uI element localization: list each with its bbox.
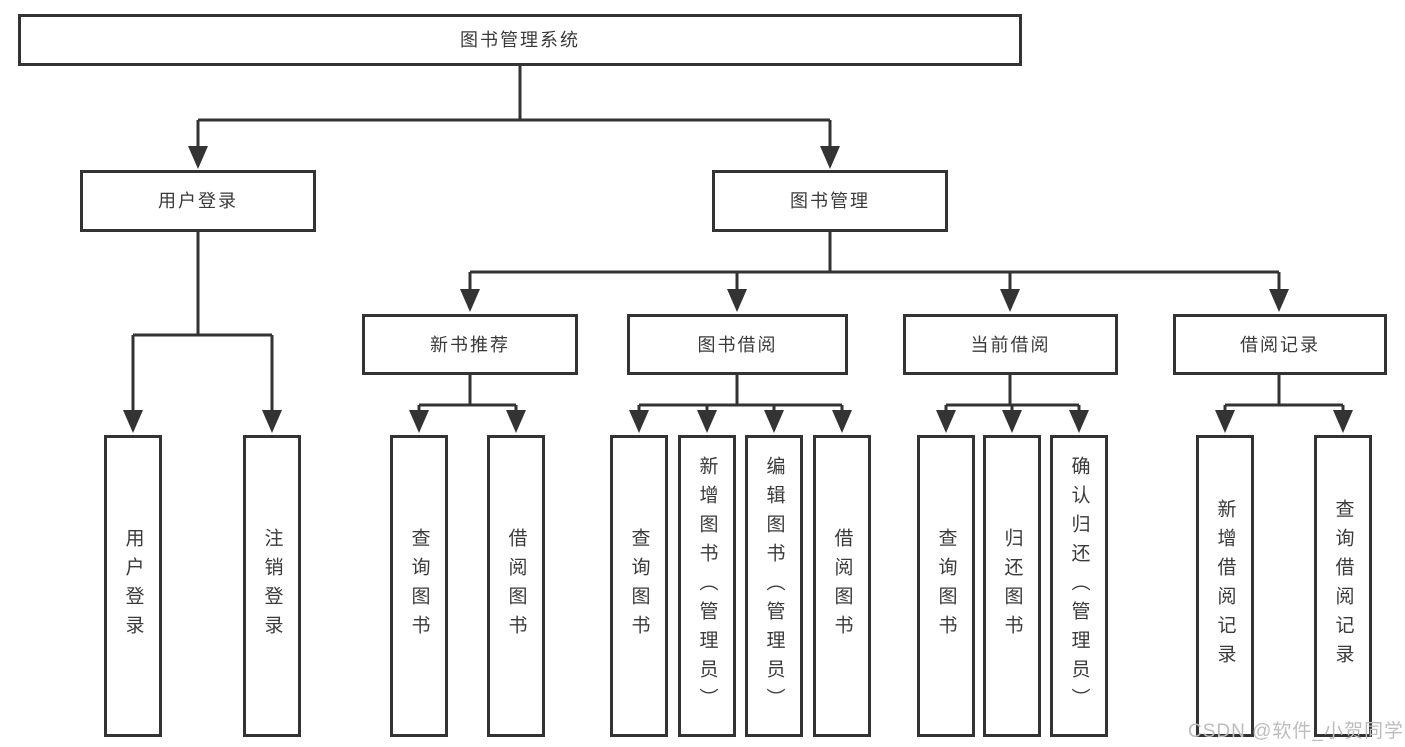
arrowhead [1002,410,1022,433]
node-user-login: 用户登录 [80,170,316,232]
arrowhead [764,410,784,433]
arrowhead [409,410,429,433]
arrowhead [629,410,649,433]
leaf-query-books-borrowing: 查询图书 [610,435,668,737]
arrowhead [727,289,747,312]
arrowhead [1069,410,1089,433]
arrowhead [460,289,480,312]
node-current-borrowing: 当前借阅 [903,314,1118,375]
arrowhead [1000,289,1020,312]
node-new-book-recommend: 新书推荐 [362,314,578,375]
node-book-borrowing: 图书借阅 [627,314,848,375]
arrowhead [123,410,143,433]
arrowhead [1333,410,1353,433]
arrowhead [506,410,526,433]
leaf-user-login: 用户登录 [104,435,162,737]
node-book-management: 图书管理 [712,170,948,232]
node-borrowing-records: 借阅记录 [1173,314,1387,375]
arrowhead [188,146,208,169]
arrowhead [1269,289,1289,312]
leaf-query-books-recommend: 查询图书 [390,435,448,737]
leaf-add-borrow-record: 新增借阅记录 [1196,435,1254,737]
leaf-add-books-admin: 新增图书（管理员） [678,435,736,737]
leaf-return-books: 归还图书 [983,435,1041,737]
leaf-edit-books-admin: 编辑图书（管理员） [745,435,803,737]
node-library-system: 图书管理系统 [18,14,1022,66]
leaf-borrow-books-borrowing: 借阅图书 [813,435,871,737]
leaf-borrow-books-recommend: 借阅图书 [487,435,545,737]
csdn-watermark: CSDN @软件_小贺同学 [1188,721,1404,742]
arrowhead [697,410,717,433]
arrowhead [832,410,852,433]
arrowhead [262,410,282,433]
leaf-query-books-current: 查询图书 [917,435,975,737]
arrowhead [1215,410,1235,433]
arrowhead [936,410,956,433]
leaf-logout: 注销登录 [243,435,301,737]
leaf-confirm-return-admin: 确认归还（管理员） [1050,435,1108,737]
leaf-query-borrow-record: 查询借阅记录 [1314,435,1372,737]
arrowhead [820,146,840,169]
